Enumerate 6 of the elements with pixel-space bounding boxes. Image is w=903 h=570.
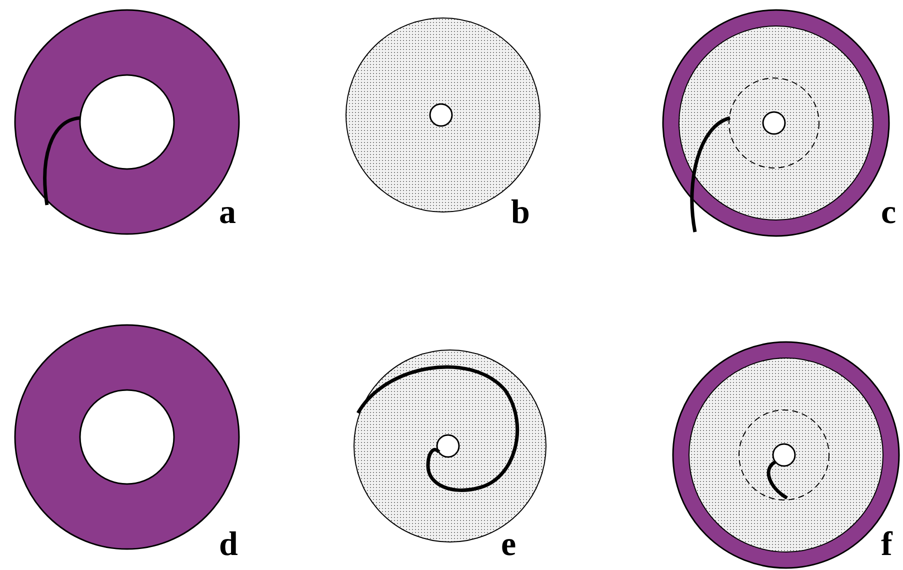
panel-letter: c xyxy=(881,196,896,230)
panel-letter: e xyxy=(501,528,516,562)
panel-letter: b xyxy=(511,196,530,230)
panel-letter: f xyxy=(881,528,892,562)
panel-letter: d xyxy=(219,528,238,562)
panel-letter: a xyxy=(219,196,236,230)
